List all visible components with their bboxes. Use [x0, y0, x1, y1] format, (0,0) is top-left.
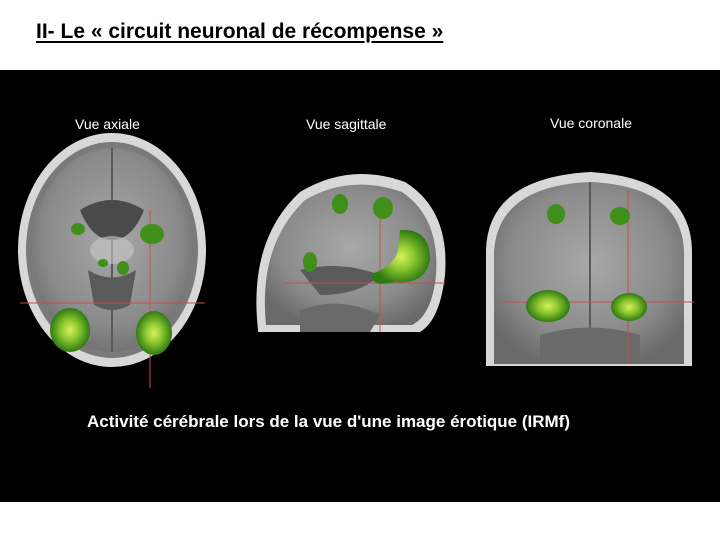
view-label-axial: Vue axiale — [75, 116, 140, 132]
view-label-sagittal: Vue sagittale — [306, 116, 387, 132]
axial-brain-scan — [18, 133, 206, 388]
fmri-brain-scans — [18, 133, 694, 388]
view-label-coronal: Vue coronale — [550, 115, 632, 131]
fmri-figure: Vue axiale Vue sagittale Vue coronale Ac… — [0, 70, 720, 502]
figure-caption: Activité cérébrale lors de la vue d'une … — [87, 412, 571, 431]
coronal-brain-scan — [486, 172, 694, 366]
sagittal-brain-scan — [256, 174, 446, 332]
slide-title: II- Le « circuit neuronal de récompense … — [36, 20, 444, 43]
